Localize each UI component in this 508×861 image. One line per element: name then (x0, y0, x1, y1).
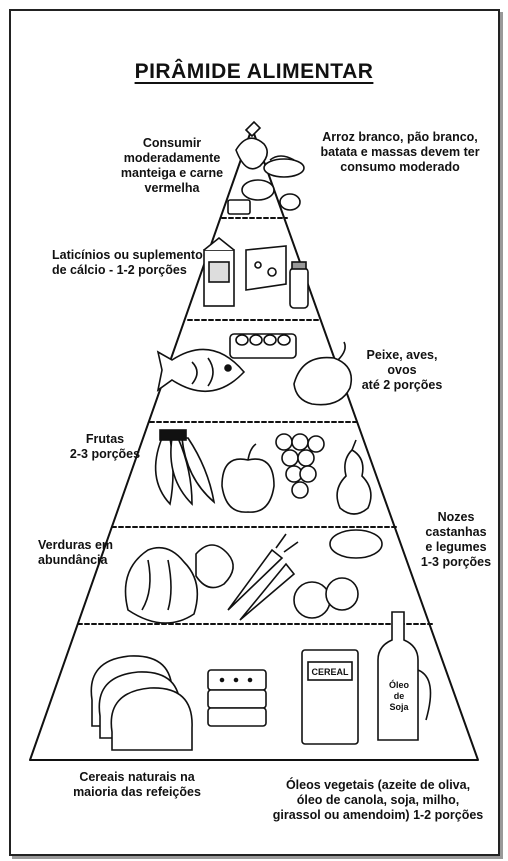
lettuce-icon (126, 548, 198, 623)
label-dairy: Laticínios ou suplemento de cálcio - 1-2… (52, 248, 212, 278)
oil-bottle-label: Óleo de Soja (380, 680, 418, 713)
dairy-tier-foods (204, 238, 308, 308)
chicken-icon (294, 358, 351, 405)
butter-icon (228, 200, 250, 214)
label-top-left: Consumir moderadamente manteiga e carne … (112, 136, 232, 196)
grapes-icon (276, 434, 324, 498)
label-vegetables: Verduras em abundância (38, 538, 128, 568)
vegetable-tier-foods (126, 530, 383, 623)
protein-tier-foods (158, 334, 351, 405)
label-nuts: Nozes castanhas e legumes 1-3 porções (416, 510, 496, 570)
eggplant-icon (330, 530, 382, 558)
cereal-box-label: CEREAL (311, 667, 349, 677)
egg-carton-icon (230, 334, 296, 358)
apple-icon (222, 459, 274, 512)
bread-slices-icon (91, 656, 192, 750)
top-tier-foods (228, 122, 304, 214)
tomato-icon (294, 582, 330, 618)
bread-roll-icon (242, 180, 274, 200)
carrots-icon (228, 534, 298, 620)
fruit-tier-foods (156, 430, 371, 514)
banana-bunch-icon (156, 430, 214, 504)
label-cereals: Cereais naturais na maioria das refeiçõe… (62, 770, 212, 800)
yogurt-bottle-icon (290, 268, 308, 308)
crackers-icon (208, 670, 266, 726)
page-title: PIRÂMIDE ALIMENTAR (0, 60, 508, 84)
label-top-right: Arroz branco, pão branco, batata e massa… (310, 130, 490, 175)
cheese-icon (246, 246, 286, 290)
potato-icon (280, 194, 300, 210)
meat-icon (236, 138, 267, 169)
label-fruits: Frutas 2-3 porções (60, 432, 150, 462)
broccoli-icon (196, 545, 233, 588)
label-protein: Peixe, aves, ovos até 2 porções (352, 348, 452, 393)
label-oils: Óleos vegetais (azeite de oliva, óleo de… (268, 778, 488, 823)
oil-bottle-icon (378, 612, 418, 740)
pasta-bowl-icon (264, 159, 304, 177)
pear-icon (337, 450, 371, 514)
